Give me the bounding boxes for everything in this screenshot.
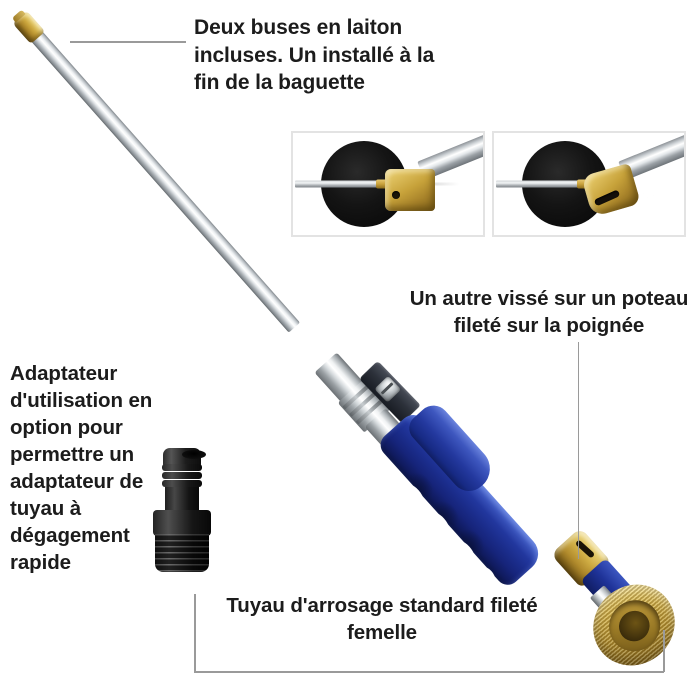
leader-line-hose-left [194,594,196,672]
adapter-hex-flange [153,510,211,536]
jet-nozzle-photo [379,133,483,233]
leader-line-hose-bottom [194,671,664,673]
handle-group [367,396,574,613]
disc-wand [496,180,582,188]
inset-jet-spray [291,131,485,237]
callout-two-brass-nozzles: Deux buses en laiton incluses. Un instal… [194,16,435,95]
disc-wand [295,180,381,188]
leader-line-nozzles [70,41,186,43]
quick-release-adapter [151,448,213,572]
adapter-ring [162,464,202,471]
inset-fan-spray [492,131,686,237]
nozzle-round-hole [392,191,400,199]
adapter-top [163,448,206,466]
adapter-bore [182,450,206,459]
wand-brass-tip [12,10,46,45]
leader-line-threaded-post [578,342,580,559]
lever-bolt [374,375,402,403]
leader-line-hose-right [663,630,665,672]
adapter-barrel [165,487,199,513]
fan-nozzle-photo [580,133,684,233]
hose-nut-bore [612,604,656,648]
callout-threaded-post: Un autre vissé sur un poteau fileté sur … [409,287,689,338]
adapter-ring [162,480,202,487]
round-hole-nozzle [385,169,435,211]
callout-standard-hose: Tuyau d'arrosage standard fileté femelle [226,594,538,645]
nozzle-slot-hole [593,189,621,207]
adapter-male-thread [155,534,209,572]
adapter-ring [162,472,202,479]
callout-optional-adapter: Adaptateur d'utilisation en option pour … [10,362,153,575]
disc-nozzle-tip [376,179,389,189]
